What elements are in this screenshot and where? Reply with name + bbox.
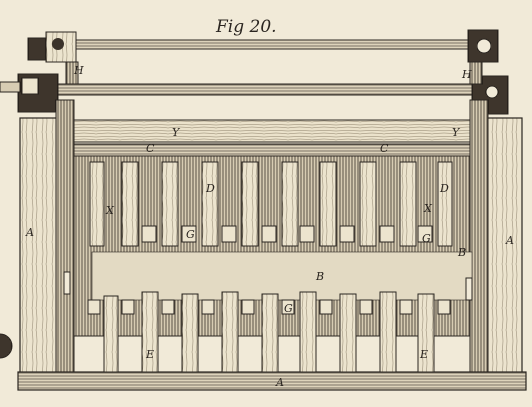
figure-title: Fig 20. <box>215 17 277 37</box>
label-X-right: X <box>423 202 433 215</box>
label-G-lower: G <box>284 302 293 315</box>
diagram-labels: H H Y Y C C D D X X G G A A B B G E E A <box>25 64 514 389</box>
label-A-right: A <box>505 234 514 247</box>
edge-disc <box>0 333 13 359</box>
label-B-right: B <box>457 246 466 259</box>
label-G-upper-right: G <box>422 232 431 245</box>
label-E-right: E <box>419 348 428 361</box>
label-D-right: D <box>439 182 449 195</box>
label-X-left: X <box>105 204 115 217</box>
label-H-right: H <box>461 68 472 81</box>
upper-shaft-assembly <box>0 29 509 115</box>
lower-block-row <box>87 291 451 373</box>
label-Y-left: Y <box>172 126 181 139</box>
label-H-left: H <box>73 64 84 77</box>
label-C-left: C <box>146 142 155 155</box>
label-B-center: B <box>315 270 324 283</box>
label-G-upper-left: G <box>186 228 195 241</box>
label-E-left: E <box>145 348 154 361</box>
label-Y-right: Y <box>452 126 461 139</box>
upper-block-row <box>89 161 453 247</box>
label-D-left: D <box>205 182 215 195</box>
label-A-base: A <box>275 376 284 389</box>
label-A-left: A <box>25 226 34 239</box>
label-C-right: C <box>380 142 389 155</box>
